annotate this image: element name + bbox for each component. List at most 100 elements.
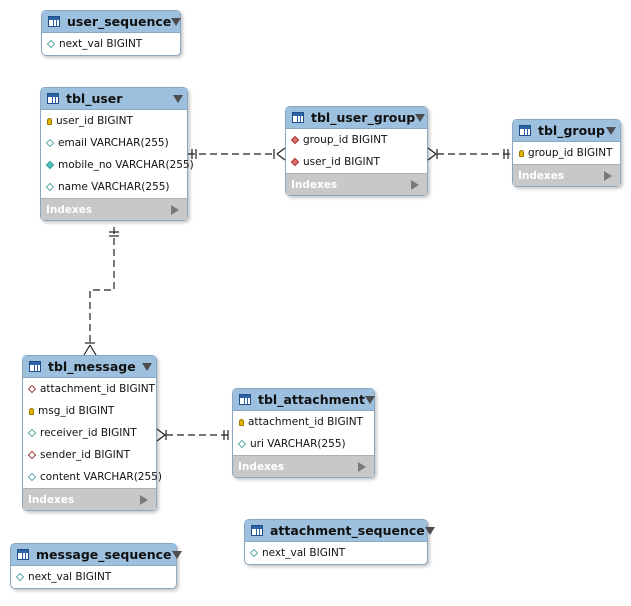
column-text: user_id BIGINT (56, 115, 133, 127)
crow-foot-marker (156, 434, 166, 442)
table-message-sequence[interactable]: message_sequence next_val BIGINT (10, 543, 182, 589)
column-text: attachment_id BIGINT (40, 383, 155, 395)
primary-key-icon (47, 117, 52, 125)
column-text: mobile_no VARCHAR(255) (58, 159, 194, 171)
table-header[interactable]: tbl_message (23, 356, 156, 378)
crow-foot-marker (89, 344, 97, 356)
not-null-column-icon (45, 160, 55, 170)
table-tbl-user[interactable]: tbl_user user_id BIGINT email VARCHAR(255)… (40, 87, 194, 221)
column-text: uri VARCHAR(255) (250, 438, 346, 450)
indexes-label: Indexes (28, 493, 75, 506)
column-row[interactable]: user_id BIGINT (41, 110, 187, 132)
table-header[interactable]: tbl_attachment (233, 389, 375, 411)
table-name: attachment_sequence (270, 523, 425, 538)
indexes-section[interactable]: Indexes (286, 173, 427, 195)
column-row[interactable]: next_val BIGINT (42, 33, 180, 55)
table-name: tbl_user_group (311, 110, 416, 125)
table-header[interactable]: tbl_user (41, 88, 187, 110)
column-text: group_id BIGINT (303, 134, 388, 146)
expand-triangle-icon[interactable] (358, 461, 366, 472)
indexes-section[interactable]: Indexes (233, 455, 374, 477)
column-row[interactable]: content VARCHAR(255) (23, 466, 162, 488)
column-row[interactable]: attachment_id BIGINT (23, 378, 156, 400)
table-icon (239, 394, 251, 405)
table-header[interactable]: tbl_user_group (286, 107, 427, 129)
table-attachment-sequence[interactable]: attachment_sequence next_val BIGINT (244, 519, 435, 565)
column-list: attachment_id BIGINT msg_id BIGINT receive… (23, 378, 162, 488)
column-row[interactable]: group_id BIGINT (286, 129, 427, 151)
collapse-triangle-icon[interactable] (142, 362, 152, 371)
column-row[interactable]: group_id BIGINT (513, 142, 620, 164)
column-row[interactable]: next_val BIGINT (245, 542, 427, 564)
table-icon (519, 125, 531, 136)
indexes-label: Indexes (291, 178, 338, 191)
crow-foot-marker (276, 147, 286, 155)
collapse-triangle-icon[interactable] (171, 550, 182, 559)
expand-triangle-icon[interactable] (411, 179, 419, 190)
foreign-key-icon (290, 157, 300, 167)
table-header[interactable]: attachment_sequence (245, 520, 435, 542)
table-user-sequence[interactable]: user_sequence next_val BIGINT (41, 10, 182, 56)
collapse-triangle-icon[interactable] (424, 526, 435, 535)
foreign-key-nullable-icon (27, 450, 37, 460)
column-icon (249, 548, 259, 558)
collapse-triangle-icon[interactable] (415, 113, 426, 122)
table-tbl-group[interactable]: tbl_group group_id BIGINT Indexes (512, 119, 621, 187)
table-name: message_sequence (36, 547, 172, 562)
indexes-section[interactable]: Indexes (41, 198, 187, 220)
foreign-key-icon (290, 135, 300, 145)
column-row[interactable]: email VARCHAR(255) (41, 132, 187, 154)
column-row[interactable]: sender_id BIGINT (23, 444, 156, 466)
column-row[interactable]: attachment_id BIGINT (233, 411, 374, 433)
table-name: tbl_message (48, 359, 136, 374)
expand-triangle-icon[interactable] (171, 204, 179, 215)
table-name: tbl_attachment (258, 392, 365, 407)
expand-triangle-icon[interactable] (604, 170, 612, 181)
table-header[interactable]: user_sequence (42, 11, 182, 33)
table-tbl-user-group[interactable]: tbl_user_group group_id BIGINT user_id BIG… (285, 106, 428, 196)
table-name: tbl_user (66, 91, 123, 106)
column-icon (27, 472, 37, 482)
table-name: tbl_group (538, 123, 606, 138)
expand-triangle-icon[interactable] (140, 494, 148, 505)
table-icon (251, 525, 263, 536)
column-text: attachment_id BIGINT (248, 416, 363, 428)
column-row[interactable]: receiver_id BIGINT (23, 422, 156, 444)
collapse-triangle-icon[interactable] (364, 395, 375, 404)
column-text: name VARCHAR(255) (58, 181, 170, 193)
indexes-label: Indexes (518, 169, 565, 182)
column-row[interactable]: mobile_no VARCHAR(255) (41, 154, 194, 176)
table-tbl-attachment[interactable]: tbl_attachment attachment_id BIGINT uri VA… (232, 388, 375, 478)
column-row[interactable]: uri VARCHAR(255) (233, 433, 374, 455)
column-row[interactable]: msg_id BIGINT (23, 400, 156, 422)
column-row[interactable]: user_id BIGINT (286, 151, 427, 173)
table-icon (47, 93, 59, 104)
column-text: sender_id BIGINT (40, 449, 130, 461)
crow-foot-marker (427, 153, 437, 161)
column-list: next_val BIGINT (245, 542, 427, 564)
table-icon (29, 361, 41, 372)
collapse-triangle-icon[interactable] (171, 17, 182, 26)
indexes-section[interactable]: Indexes (513, 164, 620, 186)
column-text: receiver_id BIGINT (40, 427, 137, 439)
table-header[interactable]: tbl_group (513, 120, 620, 142)
column-row[interactable]: name VARCHAR(255) (41, 176, 187, 198)
table-tbl-message[interactable]: tbl_message attachment_id BIGINT msg_id BI… (22, 355, 162, 511)
table-header[interactable]: message_sequence (11, 544, 182, 566)
collapse-triangle-icon[interactable] (606, 126, 616, 135)
column-text: next_val BIGINT (59, 38, 143, 50)
column-row[interactable]: next_val BIGINT (11, 566, 176, 588)
collapse-triangle-icon[interactable] (173, 94, 183, 103)
primary-key-icon (29, 407, 34, 415)
crow-foot-marker (156, 428, 166, 436)
column-list: next_val BIGINT (11, 566, 176, 588)
column-icon (15, 572, 25, 582)
column-text: group_id BIGINT (528, 147, 613, 159)
column-icon (46, 39, 56, 49)
indexes-section[interactable]: Indexes (23, 488, 156, 510)
primary-key-icon (519, 149, 524, 157)
column-list: user_id BIGINT email VARCHAR(255) mobile_n… (41, 110, 194, 198)
foreign-key-nullable-icon (27, 384, 37, 394)
